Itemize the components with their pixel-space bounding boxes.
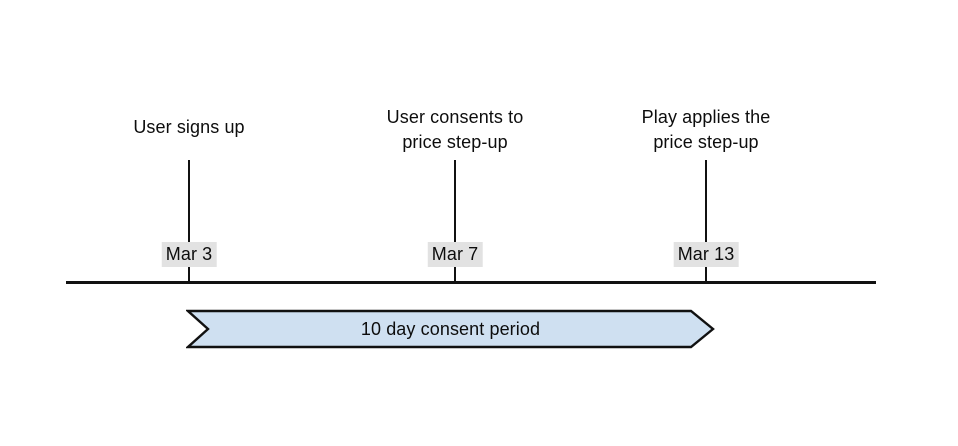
consent-period-banner: 10 day consent period — [186, 309, 715, 349]
marker-stem-user-signs-up — [188, 160, 190, 283]
caption-line: Play applies the — [641, 107, 771, 127]
marker-date-user-consents: Mar 7 — [427, 242, 483, 267]
caption-line: User consents to — [386, 107, 524, 127]
marker-date-play-applies-step-up: Mar 13 — [673, 242, 739, 267]
marker-date-user-signs-up: Mar 3 — [161, 242, 217, 267]
marker-caption-user-consents: User consents to price step-up — [387, 105, 524, 155]
caption-line: User signs up — [133, 117, 245, 137]
timeline-axis — [66, 281, 876, 284]
caption-line: price step-up — [653, 132, 759, 152]
marker-stem-play-applies-step-up — [705, 160, 707, 283]
caption-line: price step-up — [402, 132, 508, 152]
marker-stem-user-consents — [454, 160, 456, 283]
consent-period-arrow-shape — [186, 309, 715, 349]
marker-caption-play-applies-step-up: Play applies the price step-up — [642, 105, 771, 155]
marker-caption-user-signs-up: User signs up — [133, 115, 244, 140]
